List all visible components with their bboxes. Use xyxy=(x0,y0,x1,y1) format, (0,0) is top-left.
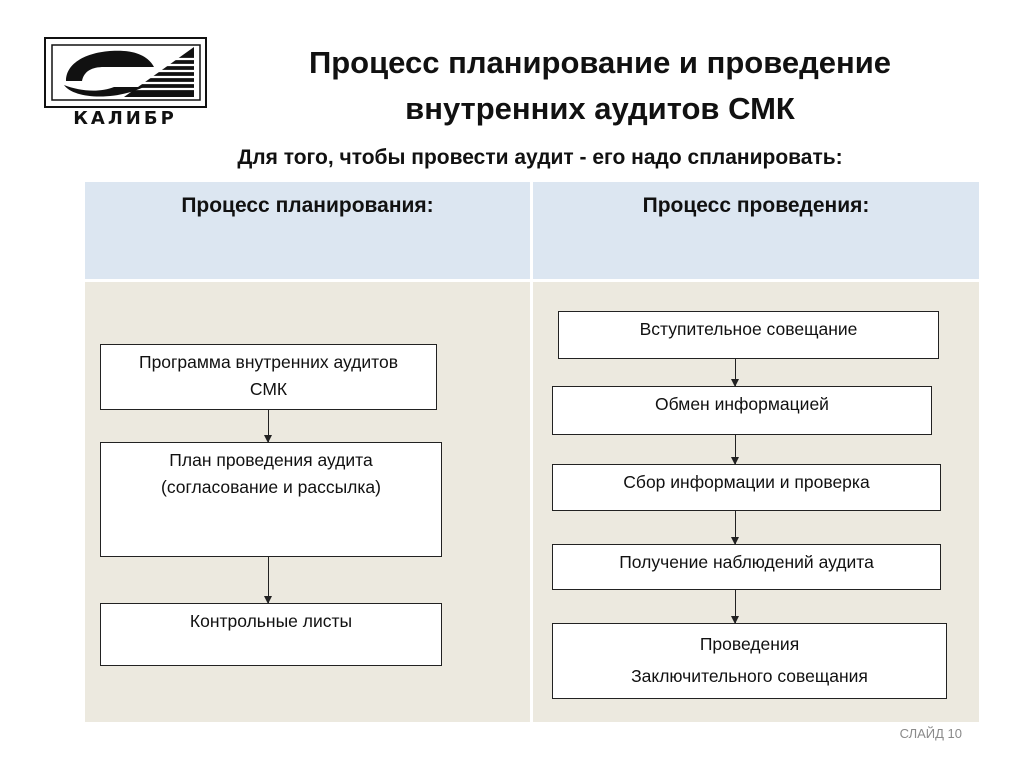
header-planning: Процесс планирования: xyxy=(85,182,530,279)
header-conducting: Процесс проведения: xyxy=(533,182,979,279)
logo-text: КАЛИБР xyxy=(73,108,177,127)
box-text-line: План проведения аудита xyxy=(169,450,373,470)
arrow-down xyxy=(730,435,739,465)
box-internal-audit-program: Программа внутренних аудитов СМК xyxy=(100,344,437,410)
box-text-line: Контрольные листы xyxy=(189,611,353,631)
box-closing-meeting: Проведения Заключительного совещания xyxy=(552,623,947,699)
box-text-line: Обмен информацией xyxy=(655,394,829,414)
box-information-collection: Сбор информации и проверка xyxy=(552,464,941,511)
box-information-exchange: Обмен информацией xyxy=(552,386,932,435)
box-text-line: Заключительного совещания xyxy=(631,666,868,686)
title-line-1: Процесс планирование и проведение xyxy=(308,45,892,80)
page-subtitle: Для того, чтобы провести аудит - его над… xyxy=(237,146,843,169)
box-text-line: Программа внутренних аудитов xyxy=(139,352,398,372)
box-audit-findings: Получение наблюдений аудита xyxy=(552,544,941,590)
arrow-down xyxy=(263,410,272,443)
box-text-line: Вступительное совещание xyxy=(639,319,858,339)
box-text-line: Проведения xyxy=(699,634,800,654)
arrow-down xyxy=(730,511,739,545)
arrow-down xyxy=(730,359,739,387)
box-audit-plan: План проведения аудита (согласование и р… xyxy=(100,442,442,557)
box-text-line: Получение наблюдений аудита xyxy=(619,552,874,572)
box-text-line: СМК xyxy=(249,379,288,399)
title-line-2: внутренних аудитов СМК xyxy=(405,91,795,126)
box-checklists: Контрольные листы xyxy=(100,603,442,666)
arrow-down xyxy=(730,590,739,624)
kalibr-logo: КАЛИБР xyxy=(44,37,207,127)
arrow-down xyxy=(263,557,272,604)
box-opening-meeting: Вступительное совещание xyxy=(558,311,939,359)
slide-number: СЛАЙД 10 xyxy=(899,726,962,741)
box-text-line: Сбор информации и проверка xyxy=(623,472,870,492)
page-title: Процесс планирование и проведение внутре… xyxy=(230,40,970,132)
box-text-line: (согласование и рассылка) xyxy=(161,477,381,497)
